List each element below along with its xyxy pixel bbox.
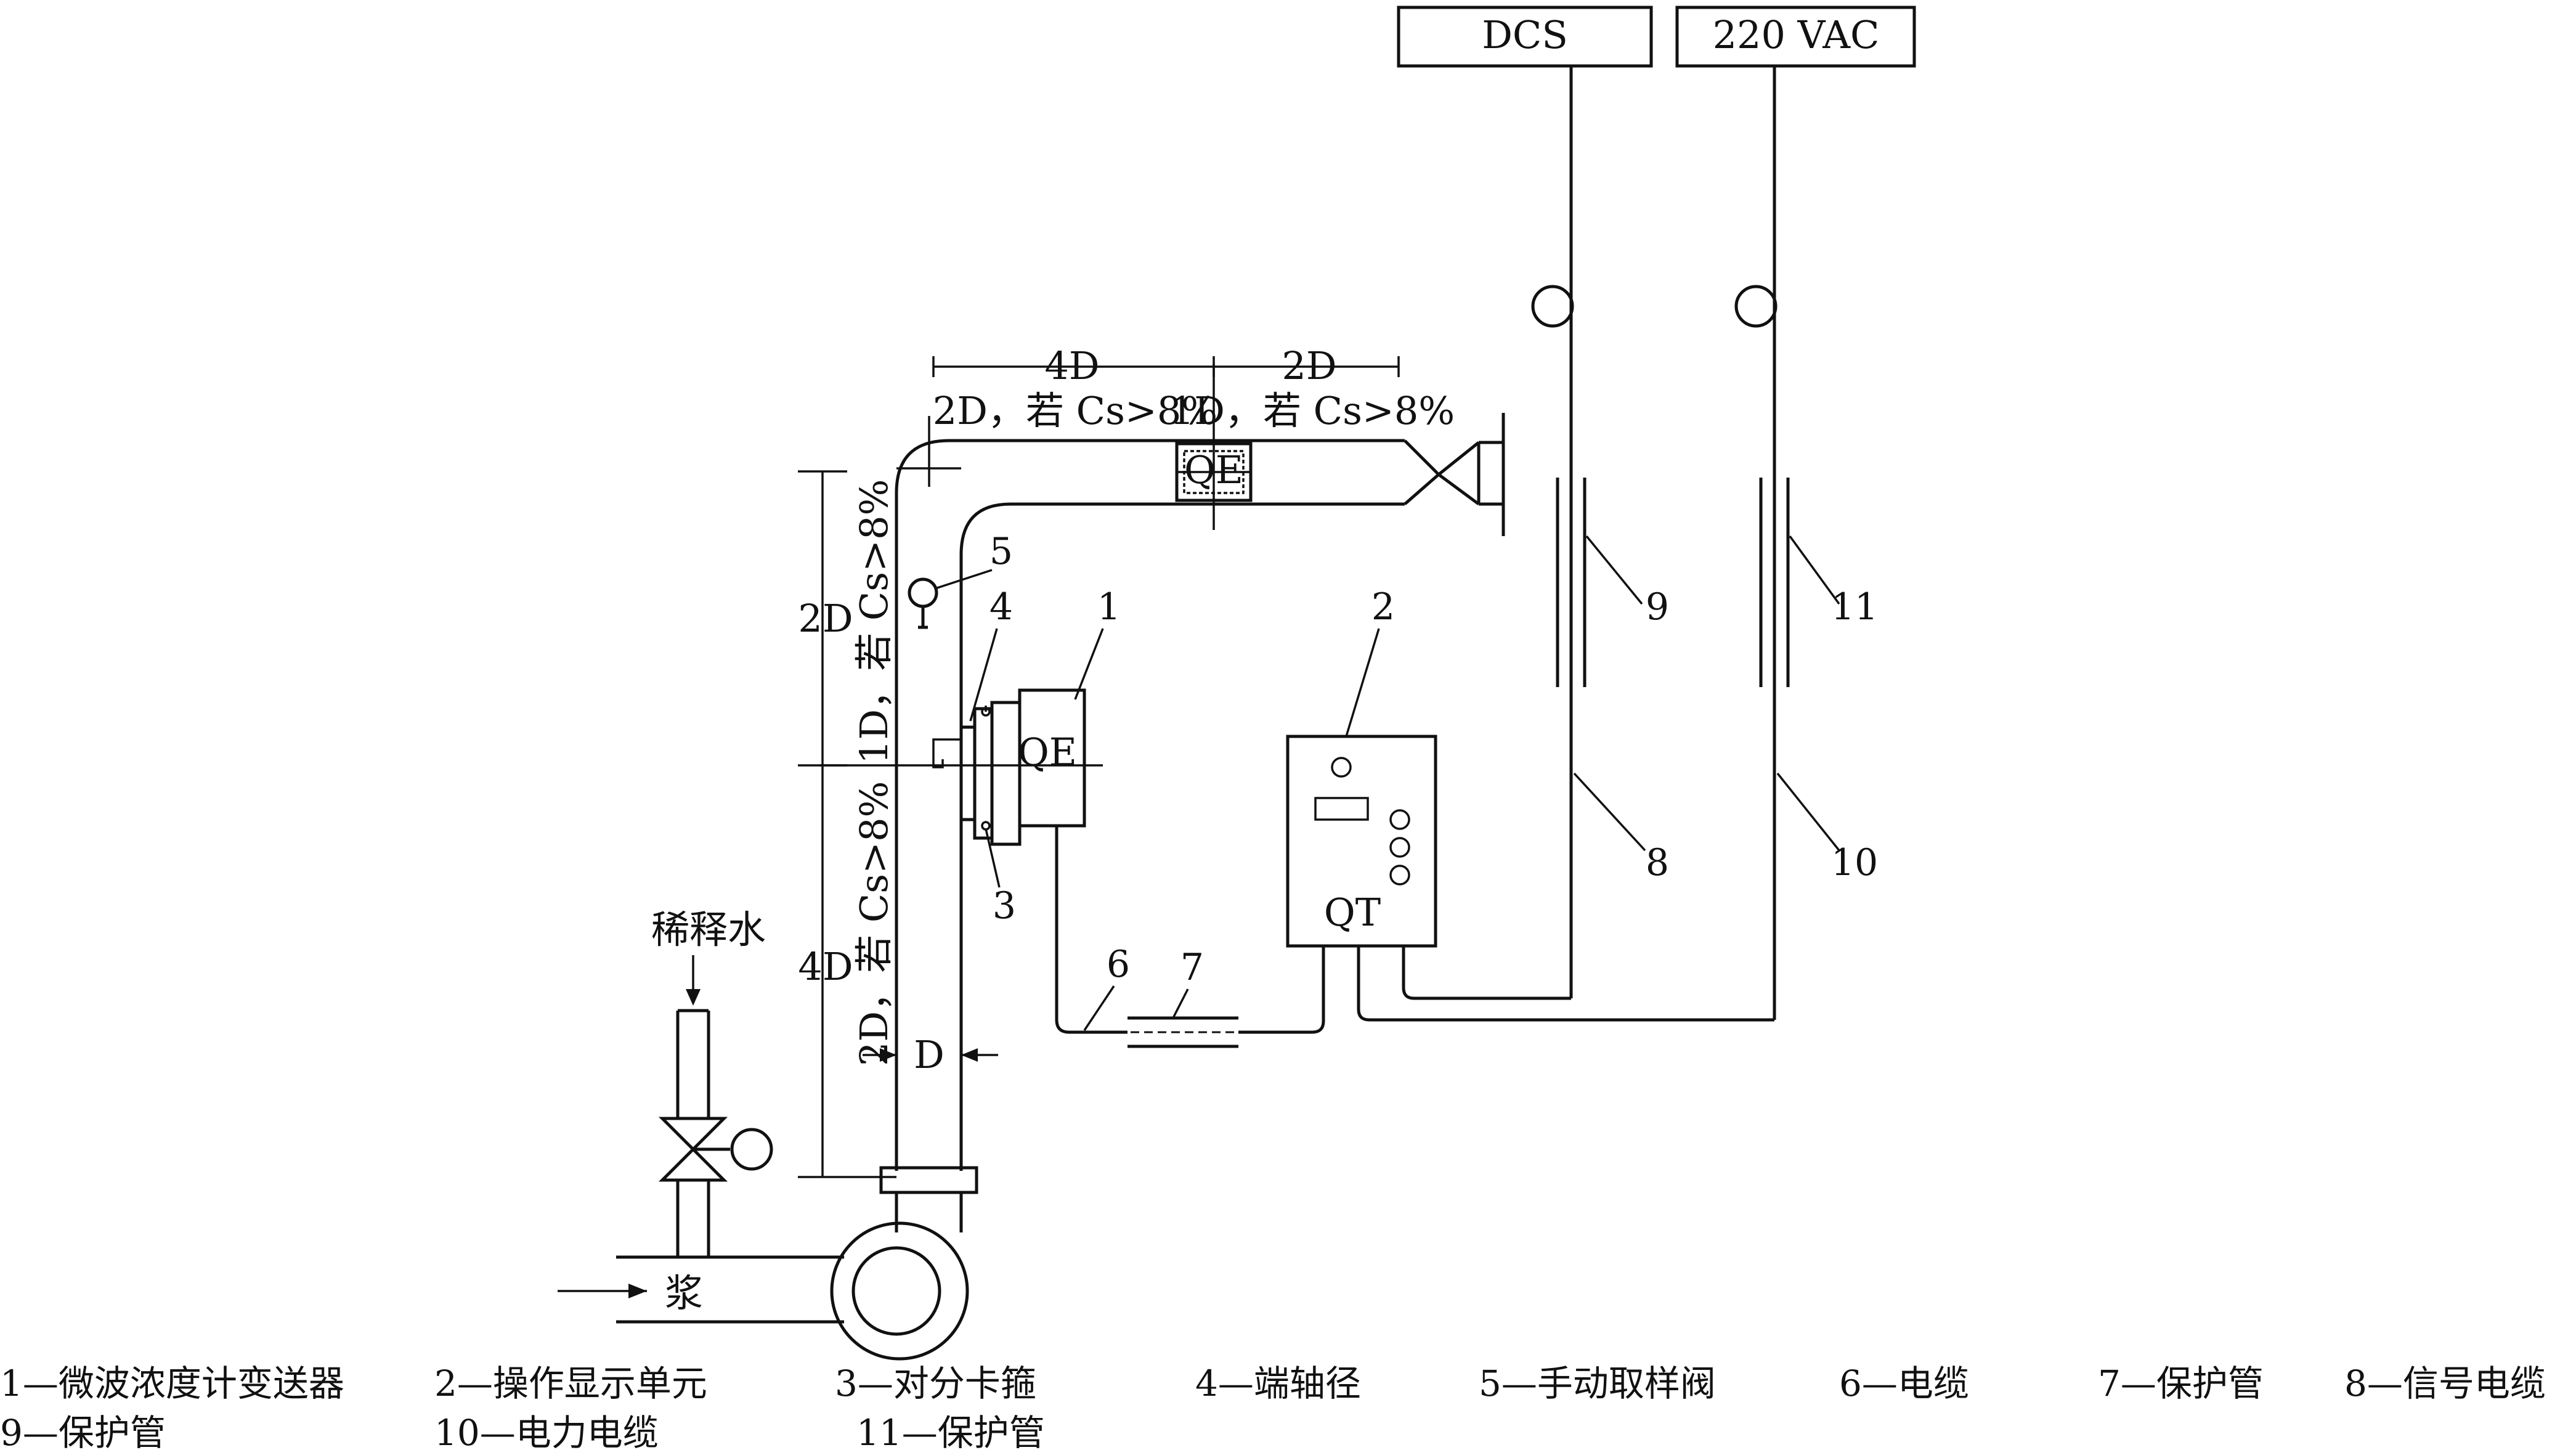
legend-item-11: 11—保护管 [856, 1412, 1045, 1450]
slurry-inlet: 浆 [558, 1271, 703, 1316]
callout-11: 11 [1831, 585, 1878, 629]
cable-6 [1055, 826, 1325, 1034]
sampling-valve [908, 577, 938, 629]
slurry-label: 浆 [665, 1271, 703, 1316]
callout-9: 9 [1646, 585, 1669, 629]
legend-item-9: 9—保护管 [0, 1412, 166, 1450]
dim-top-1d-cond: 1D，若 Cs>8% [1170, 388, 1455, 433]
protection-tube-7 [1128, 1016, 1238, 1048]
pipe-reducer [1404, 413, 1505, 536]
legend-item-2: 2—操作显示单元 [434, 1362, 707, 1404]
valve-actuator [730, 1128, 773, 1171]
vertical-pipe [895, 493, 963, 1171]
dim-top-2d-cond: 2D，若 Cs>8% [933, 388, 1217, 433]
dilution-line: 稀释水 [651, 907, 773, 1257]
power-cable [1357, 66, 1778, 1022]
dim-top-2d: 2D [1282, 343, 1336, 388]
callout-8: 8 [1646, 841, 1669, 884]
dilution-water-label: 稀释水 [651, 907, 766, 952]
callout-3: 3 [993, 884, 1016, 927]
left-dimensions: 2D 4D 1D，若 Cs>8% 2D，若 Cs>8% [798, 470, 896, 1178]
legend-item-10: 10—电力电缆 [434, 1412, 659, 1450]
legend-item-5: 5—手动取样阀 [1479, 1362, 1716, 1404]
vac-box: 220 VAC [1675, 6, 1916, 68]
top-dimensions: 4D 2D 2D，若 Cs>8% 1D，若 Cs>8% [932, 343, 1455, 433]
legend-item-7: 7—保护管 [2098, 1362, 2264, 1404]
callout-2: 2 [1371, 585, 1395, 629]
legend-item-8: 8—信号电缆 [2344, 1362, 2546, 1404]
qt-display-unit: QT [1286, 735, 1437, 948]
diameter-dimension: D [863, 1032, 998, 1077]
dim-left-4d: 4D [798, 944, 853, 989]
callouts: 1 2 3 4 5 6 7 8 9 10 11 [935, 530, 1878, 1031]
qe-transmitter-label: QE [1018, 730, 1077, 775]
dim-top-4d: 4D [1044, 343, 1099, 388]
callout-4: 4 [989, 585, 1013, 629]
protection-tube-9 [1556, 478, 1587, 687]
legend: 1—微波浓度计变送器 2—操作显示单元 3—对分卡箍 4—端轴径 5—手动取样阀… [0, 1362, 2546, 1450]
microwave-transmitter: QE [932, 688, 1086, 846]
protection-tube-11 [1759, 478, 1790, 687]
signal-cable [1402, 66, 1574, 1000]
dim-left-2d: 2D [798, 596, 853, 641]
cable-gland-8 [1531, 285, 1574, 328]
legend-item-4: 4—端轴径 [1195, 1362, 1361, 1404]
qt-label: QT [1324, 890, 1381, 935]
dim-vert-2d-cond: 2D，若 Cs>8% [851, 781, 896, 1066]
callout-1: 1 [1097, 585, 1121, 629]
vac-label: 220 VAC [1713, 12, 1880, 57]
dcs-box: DCS [1397, 6, 1653, 68]
bottom-flange [879, 1166, 978, 1232]
pipe-elbow [895, 439, 1405, 555]
slurry-pump [616, 1221, 969, 1361]
legend-item-3: 3—对分卡箍 [835, 1362, 1036, 1404]
legend-item-6: 6—电缆 [1839, 1362, 1969, 1404]
dim-vert-1d-cond: 1D，若 Cs>8% [851, 479, 896, 764]
callout-7: 7 [1180, 946, 1204, 989]
legend-item-1: 1—微波浓度计变送器 [0, 1362, 344, 1404]
dcs-label: DCS [1482, 12, 1568, 57]
diameter-label: D [914, 1032, 945, 1077]
callout-5: 5 [989, 530, 1013, 573]
cable-gland-10 [1734, 285, 1778, 328]
centerlines [819, 364, 1251, 767]
callout-6: 6 [1107, 943, 1130, 986]
